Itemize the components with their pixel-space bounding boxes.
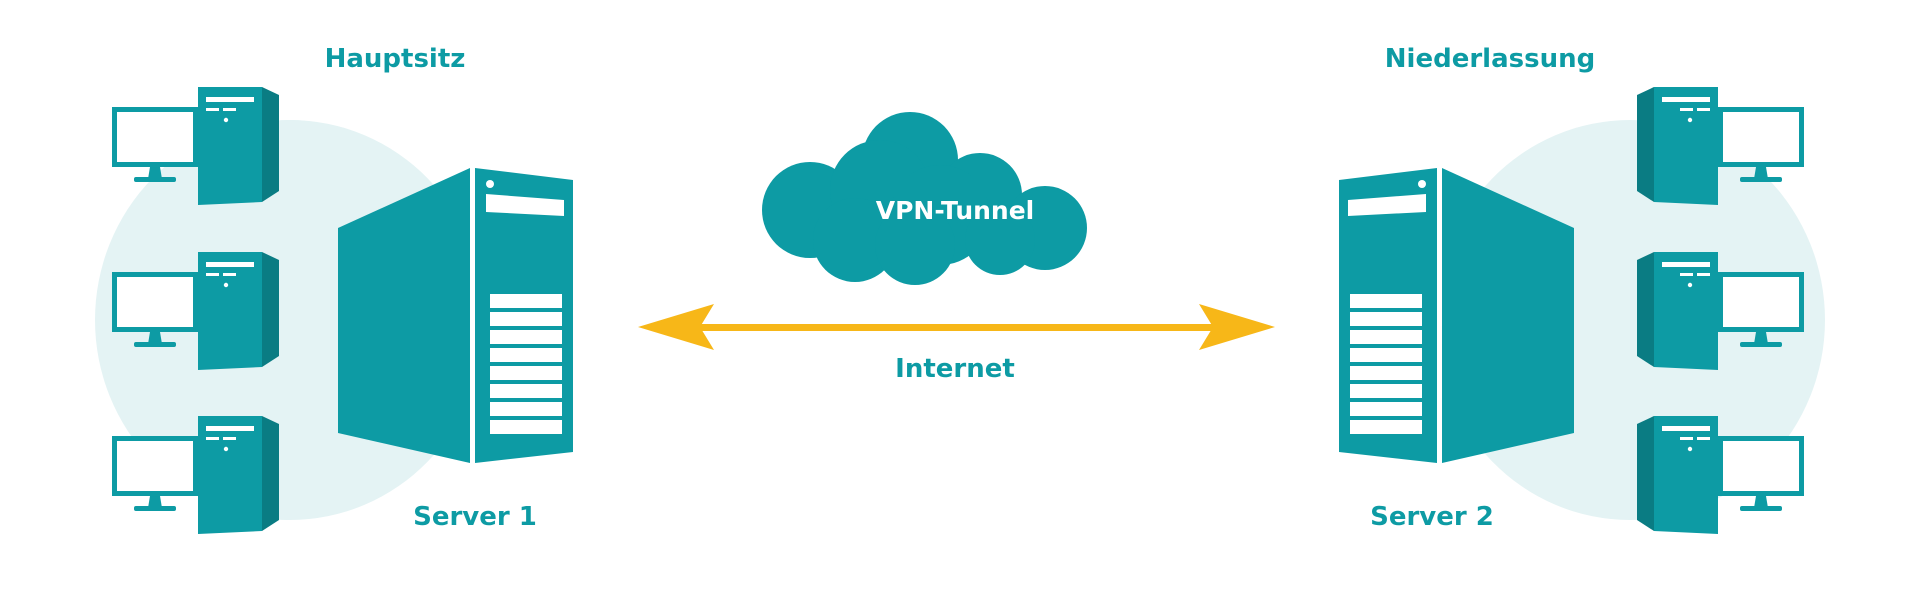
right-server-label: Server 2 bbox=[1370, 502, 1494, 532]
tunnel-label: VPN-Tunnel bbox=[876, 196, 1035, 225]
double-arrow-icon bbox=[638, 304, 1275, 350]
server-tower-icon bbox=[1339, 168, 1574, 463]
right-site-label: Niederlassung bbox=[1385, 44, 1595, 74]
left-site-label: Hauptsitz bbox=[325, 44, 466, 74]
cloud-icon bbox=[762, 112, 1087, 285]
connection-label: Internet bbox=[895, 354, 1015, 384]
server-tower-icon bbox=[338, 168, 573, 463]
left-server-label: Server 1 bbox=[413, 502, 537, 532]
